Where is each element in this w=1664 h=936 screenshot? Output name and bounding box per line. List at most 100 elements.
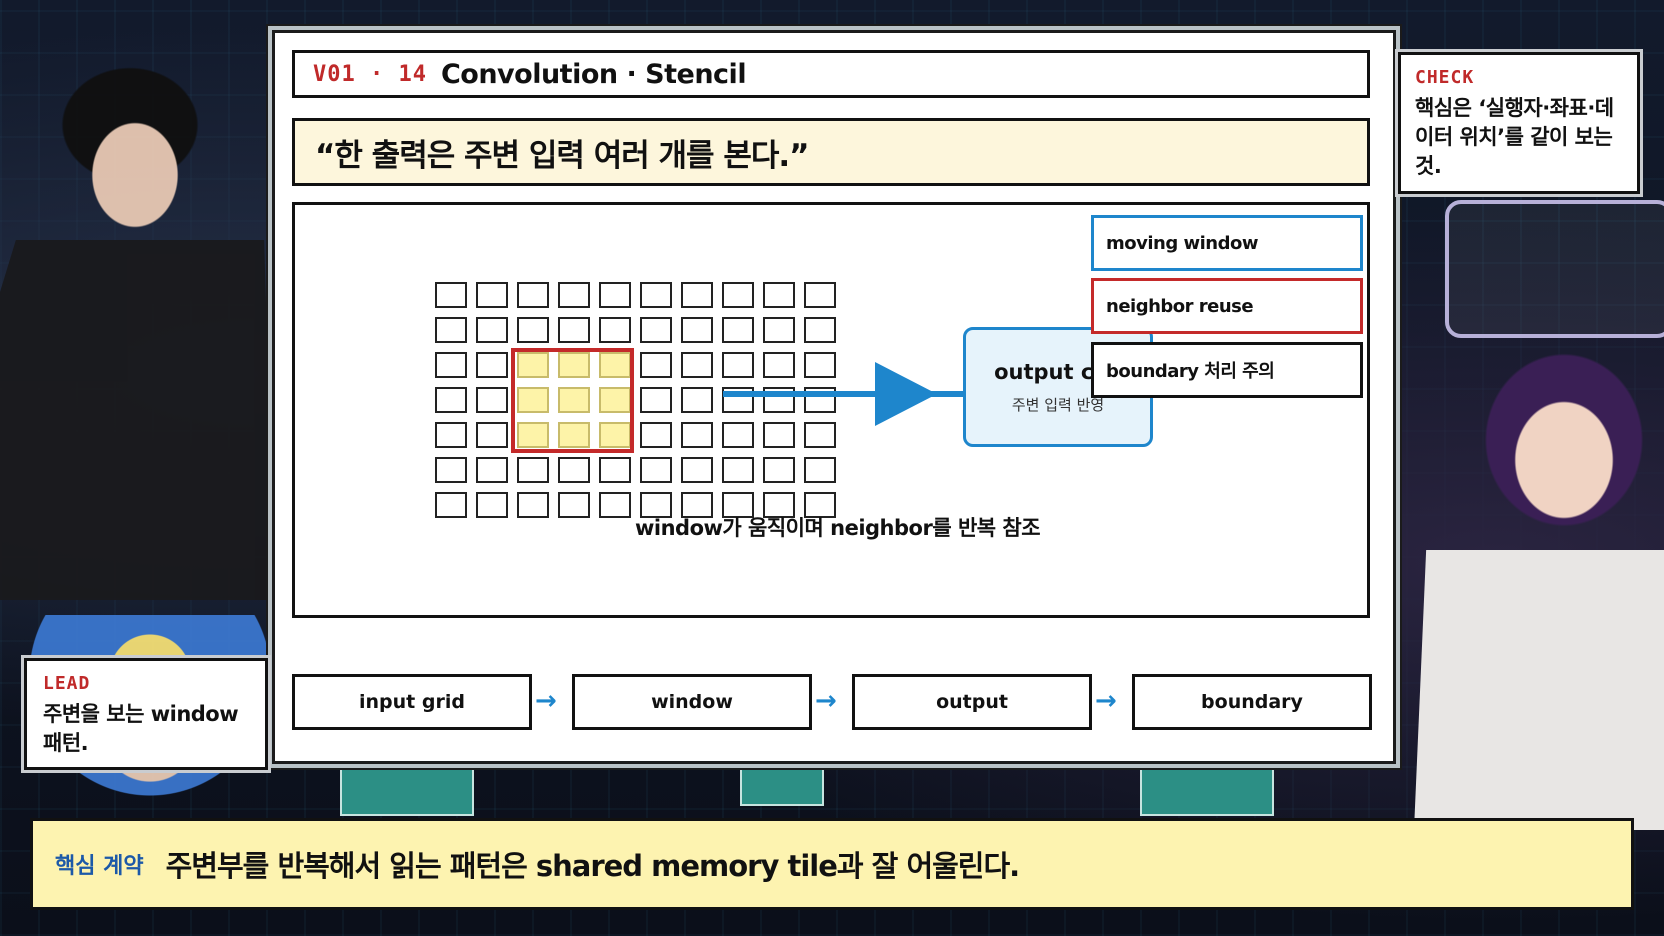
grid-cell — [435, 317, 467, 343]
grid-cell — [804, 492, 836, 518]
grid-cell — [558, 422, 590, 448]
episode-code: V01 · 14 — [313, 61, 427, 87]
grid-cell — [681, 492, 713, 518]
lead-label: LEAD — [43, 673, 91, 694]
flow-step-window: window — [572, 674, 812, 730]
grid-cell — [476, 422, 508, 448]
arrow-right-icon — [875, 362, 937, 426]
grid-cell — [517, 492, 549, 518]
deco-tile — [740, 762, 824, 806]
grid-cell — [763, 492, 795, 518]
flow-arrow-icon: → — [535, 686, 557, 716]
grid-cell — [681, 317, 713, 343]
grid-cell — [722, 422, 754, 448]
check-panel: CHECK 핵심은 ‘실행자·좌표·데이터 위치’를 같이 보는 것. — [1398, 52, 1640, 194]
flow-arrow-icon: → — [815, 686, 837, 716]
bottom-caption-bar: 핵심 계약 주변부를 반복해서 읽는 패턴은 shared memory til… — [30, 818, 1634, 910]
arrow-line — [723, 391, 963, 397]
grid-cell — [599, 492, 631, 518]
grid-cell — [599, 422, 631, 448]
grid-cell — [599, 352, 631, 378]
slide-title: Convolution · Stencil — [440, 58, 747, 90]
grid-cell — [599, 317, 631, 343]
grid-cell — [476, 317, 508, 343]
grid-cell — [722, 492, 754, 518]
grid-cell — [804, 282, 836, 308]
grid-cell — [435, 422, 467, 448]
grid-cell — [804, 457, 836, 483]
grid-cell — [640, 457, 672, 483]
grid-cell — [435, 352, 467, 378]
lead-text: 주변을 보는 window 패턴. — [43, 702, 239, 755]
grid-cell — [722, 317, 754, 343]
grid-cell — [517, 457, 549, 483]
grid-cell — [804, 422, 836, 448]
grid-cell — [558, 317, 590, 343]
output-subtitle: 주변 입력 반영 — [1011, 396, 1105, 414]
tag-moving-window: moving window — [1091, 215, 1363, 271]
grid-cell — [763, 317, 795, 343]
flow-step-boundary: boundary — [1132, 674, 1372, 730]
flow-step-output: output — [852, 674, 1092, 730]
grid-cell — [681, 457, 713, 483]
quote-bar: “한 출력은 주변 입력 여러 개를 본다.” — [292, 118, 1370, 186]
grid-cell — [476, 352, 508, 378]
grid-cell — [640, 317, 672, 343]
grid-cell — [599, 457, 631, 483]
grid-cell — [599, 387, 631, 413]
grid-cell — [435, 492, 467, 518]
grid-cell — [476, 282, 508, 308]
grid-cell — [558, 352, 590, 378]
grid-cell — [763, 352, 795, 378]
flow-arrow-icon: → — [1095, 686, 1117, 716]
grid-cell — [435, 282, 467, 308]
grid-cell — [558, 387, 590, 413]
grid-cell — [517, 282, 549, 308]
grid-cell — [681, 387, 713, 413]
grid-cell — [640, 282, 672, 308]
grid-cell — [517, 387, 549, 413]
grid-cell — [517, 352, 549, 378]
window-frame — [511, 348, 634, 453]
grid-cell — [599, 282, 631, 308]
grid-cell — [640, 387, 672, 413]
grid-cell — [558, 492, 590, 518]
speech-bubble — [1445, 200, 1664, 338]
grid-cell — [681, 282, 713, 308]
lead-panel: LEAD 주변을 보는 window 패턴. — [24, 658, 268, 770]
bottom-text: 주변부를 반복해서 읽는 패턴은 shared memory tile과 잘 어… — [165, 849, 1021, 883]
grid-cell — [804, 317, 836, 343]
bottom-label: 핵심 계약 — [55, 854, 144, 879]
grid-cell — [435, 387, 467, 413]
diagram-caption: window가 움직이며 neighbor를 반복 참조 — [635, 516, 1041, 540]
grid-cell — [722, 352, 754, 378]
tag-boundary: boundary 처리 주의 — [1091, 342, 1363, 398]
grid-cell — [517, 317, 549, 343]
check-label: CHECK — [1415, 67, 1475, 88]
grid-cell — [640, 352, 672, 378]
character-right — [1414, 350, 1664, 830]
grid-cell — [476, 457, 508, 483]
grid-cell — [476, 492, 508, 518]
grid-cell — [435, 457, 467, 483]
flow-step-input-grid: input grid — [292, 674, 532, 730]
grid-cell — [763, 457, 795, 483]
grid-cell — [804, 352, 836, 378]
grid-cell — [681, 352, 713, 378]
grid-cell — [517, 422, 549, 448]
deco-tile — [340, 762, 474, 816]
grid-cell — [763, 282, 795, 308]
grid-cell — [722, 282, 754, 308]
diagram-box: output cell 주변 입력 반영 moving window neigh… — [292, 202, 1370, 618]
grid-cell — [722, 457, 754, 483]
grid-cell — [681, 422, 713, 448]
check-text: 핵심은 ‘실행자·좌표·데이터 위치’를 같이 보는 것. — [1415, 96, 1614, 178]
grid-cell — [640, 492, 672, 518]
grid-cell — [558, 282, 590, 308]
deco-tile — [1140, 762, 1274, 816]
header-bar: V01 · 14 Convolution · Stencil — [292, 50, 1370, 98]
grid-cell — [640, 422, 672, 448]
tag-neighbor-reuse: neighbor reuse — [1091, 278, 1363, 334]
grid-cell — [763, 422, 795, 448]
grid-cell — [558, 457, 590, 483]
